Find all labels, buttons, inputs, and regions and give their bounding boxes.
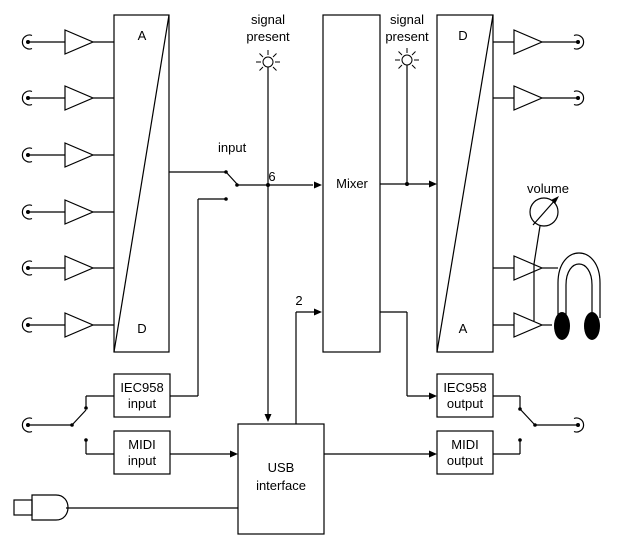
adc-bottom-label: D (137, 321, 146, 336)
signal-present-label-line1: signal (251, 12, 285, 27)
dac-converter: D A (436, 14, 494, 353)
midi-output-section: MIDI output (436, 430, 494, 475)
channel-count-6: 6 (268, 169, 275, 184)
adc-converter: A D (113, 14, 170, 353)
midi-output-label-line1: MIDI (451, 437, 478, 452)
analog-output-2 (493, 85, 585, 111)
mixer-label: Mixer (336, 176, 368, 191)
headphone-section: volume (493, 181, 601, 340)
iec958-output-label-line2: output (447, 396, 484, 411)
analog-input-4 (21, 199, 114, 225)
iec958-input-section: IEC958 input (21, 198, 226, 455)
usb-interface-label-line2: interface (256, 478, 306, 493)
usb-interface-block: USB interface (237, 423, 437, 535)
signal-present-label-line2: present (246, 29, 290, 44)
mixer-to-dac-path (380, 180, 437, 188)
headphones-icon (554, 252, 601, 340)
amplifier-icon (513, 29, 544, 55)
amplifier-icon (513, 85, 544, 111)
midi-output-label-line2: output (447, 453, 484, 468)
analog-input-6 (21, 312, 114, 338)
analog-inputs (21, 29, 114, 338)
dac-top-label: D (458, 28, 467, 43)
mixer-to-iec958-output-path (380, 311, 437, 400)
amplifier-icon (64, 199, 95, 225)
amplifier-icon (64, 255, 95, 281)
analog-input-3 (21, 142, 114, 168)
signal-present-label-line2: present (385, 29, 429, 44)
analog-output-1 (493, 29, 585, 55)
midi-input-section: MIDI input (113, 430, 238, 475)
amplifier-icon (64, 142, 95, 168)
dac-bottom-label: A (459, 321, 468, 336)
amplifier-icon (64, 29, 95, 55)
analog-input-2 (21, 85, 114, 111)
amplifier-icon (64, 85, 95, 111)
volume-label: volume (527, 181, 569, 196)
usb-to-mixer-path: 2 (295, 293, 322, 424)
iec958-output-section: IEC958 output (436, 373, 585, 455)
iec958-output-label-line1: IEC958 (443, 380, 486, 395)
mixer-block: Mixer (322, 14, 381, 353)
usb-plug-icon[interactable] (13, 494, 238, 521)
usb-interface-label-line1: USB (268, 460, 295, 475)
midi-input-label-line2: input (128, 453, 157, 468)
analog-input-5 (21, 255, 114, 281)
adc-top-label: A (138, 28, 147, 43)
iec958-input-label-line2: input (128, 396, 157, 411)
midi-output-box (436, 430, 494, 475)
input-label: input (218, 140, 247, 155)
iec958-input-label-line1: IEC958 (120, 380, 163, 395)
analog-input-1 (21, 29, 114, 55)
headphone-amp-1-icon (513, 255, 544, 281)
input-selector-switch[interactable]: input 6 (169, 140, 322, 201)
midi-input-label-line1: MIDI (128, 437, 155, 452)
headphone-amp-2-icon (513, 312, 544, 338)
midi-input-box (113, 430, 171, 475)
signal-present-indicator-left: signal present (246, 12, 290, 422)
amplifier-icon (64, 312, 95, 338)
signal-present-indicator-right: signal present (385, 12, 429, 184)
analog-outputs (493, 29, 585, 111)
volume-knob-icon[interactable] (529, 196, 559, 227)
channel-count-2: 2 (295, 293, 302, 308)
signal-present-label-line1: signal (390, 12, 424, 27)
